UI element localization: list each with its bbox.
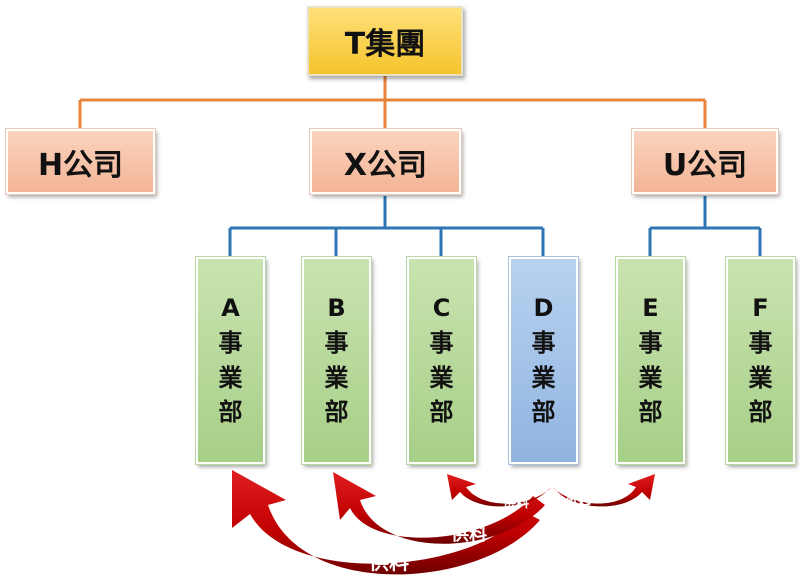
division-char: 事 [531, 328, 556, 357]
division-letter: D [533, 293, 554, 322]
division-letter: B [327, 293, 346, 322]
division-letter: A [221, 293, 240, 322]
supply-arrow-to-c [447, 474, 552, 507]
division-char: 事 [638, 328, 663, 357]
division-char: 業 [429, 363, 454, 392]
division-char: 部 [748, 398, 773, 427]
division-char: 事 [218, 328, 243, 357]
division-char: 事 [429, 328, 454, 357]
company-label: X公司 [343, 147, 428, 183]
division-node-b: B 事 業 部 [301, 256, 372, 465]
company-node-u: U公司 [631, 128, 779, 195]
division-char: 部 [638, 398, 663, 427]
group-connectors [78, 76, 707, 132]
company-label: U公司 [662, 147, 748, 183]
division-node-c: C 事 業 部 [406, 256, 477, 465]
division-char: 業 [218, 363, 243, 392]
supply-label-e: 供料 [565, 496, 592, 511]
company-node-h: H公司 [5, 128, 156, 195]
division-char: 業 [324, 363, 349, 392]
division-letter: C [432, 293, 451, 322]
division-char: 事 [324, 328, 349, 357]
company-node-x: X公司 [309, 128, 462, 195]
division-letter: E [642, 293, 659, 322]
division-char: 部 [218, 398, 243, 427]
division-char: 業 [748, 363, 773, 392]
supply-label-a: 供料 [369, 550, 409, 574]
division-char: 部 [531, 398, 556, 427]
division-char: 業 [531, 363, 556, 392]
group-label: T集團 [344, 27, 426, 62]
supply-arrow-to-e [552, 474, 655, 507]
division-char: 部 [429, 398, 454, 427]
division-node-e: E 事 業 部 [615, 256, 686, 465]
supply-label-b: 供料 [451, 524, 487, 545]
division-node-f: F 事 業 部 [725, 256, 796, 465]
x-division-connectors [228, 196, 545, 257]
u-division-connectors [648, 196, 762, 257]
division-char: 業 [638, 363, 663, 392]
supply-arrow-to-b [333, 472, 545, 544]
division-node-d: D 事 業 部 [508, 256, 579, 465]
division-char: 事 [748, 328, 773, 357]
group-node-t: T集團 [307, 6, 463, 76]
company-label: H公司 [37, 147, 124, 183]
division-node-a: A 事 業 部 [195, 256, 266, 465]
division-letter: F [752, 293, 769, 322]
supply-label-c: 供料 [503, 496, 530, 511]
division-char: 部 [324, 398, 349, 427]
